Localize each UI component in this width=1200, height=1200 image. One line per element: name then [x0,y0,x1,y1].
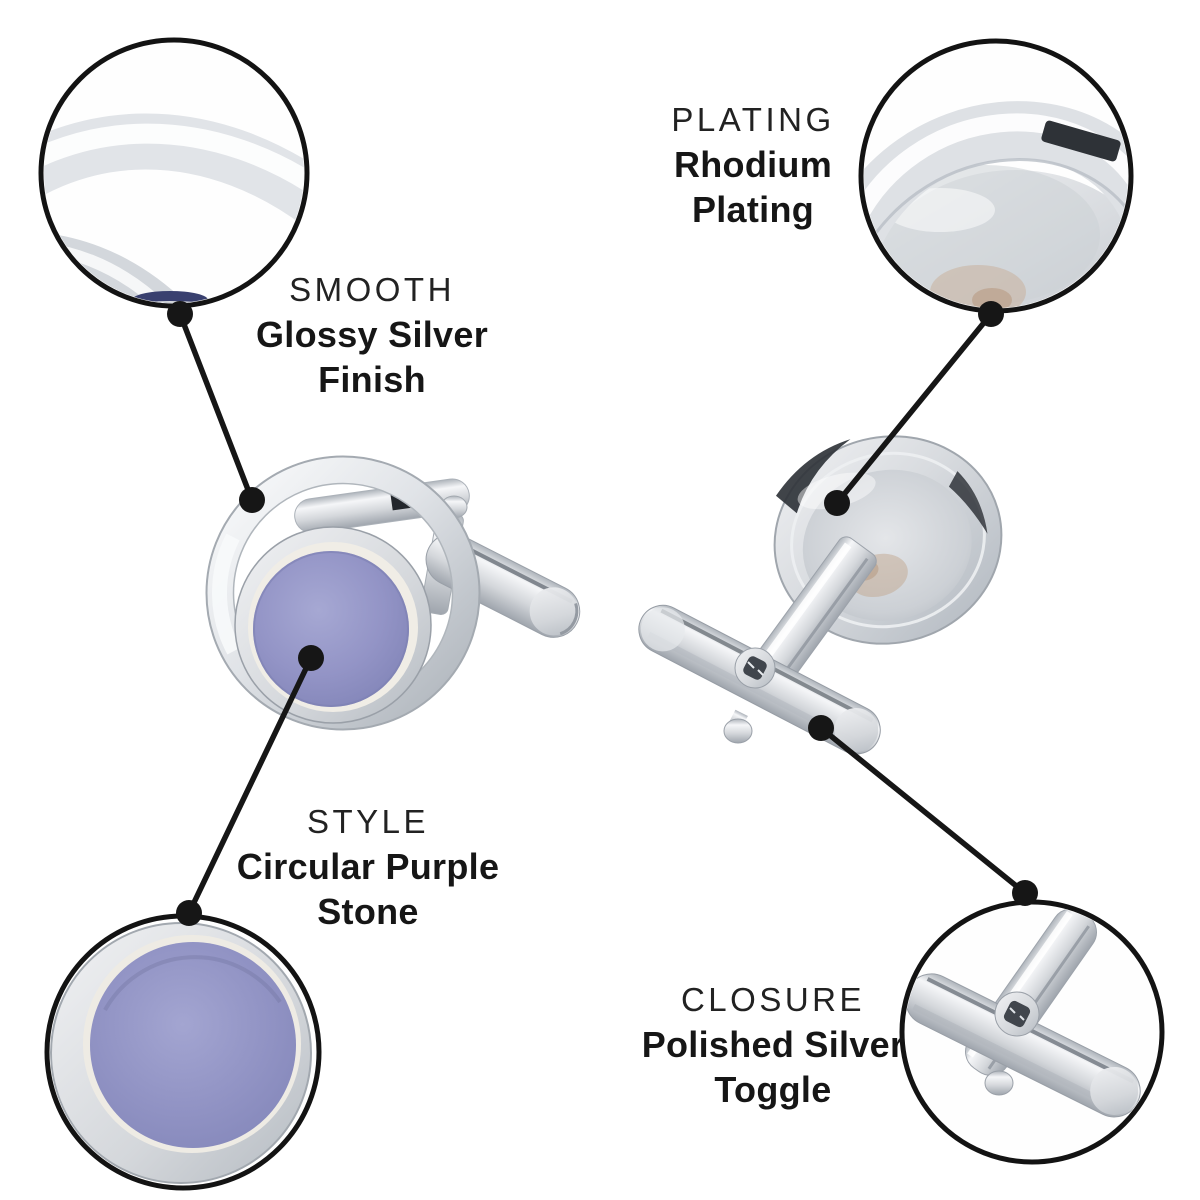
connector-dot [176,900,202,926]
feature-heading-plating: PLATING [671,101,835,138]
callout-circle-smooth [38,37,310,309]
feature-heading-closure: CLOSURE [680,981,866,1018]
feature-block-closure: CLOSURE Polished Silver Toggle [642,978,905,1112]
feature-heading-smooth: SMOOTH [289,271,455,308]
feature-line: Finish [318,359,426,400]
callout-circle-closure [899,899,1165,1165]
purple-stone [253,551,409,707]
connector-dot [824,490,850,516]
callout-circle-style [44,913,322,1191]
feature-block-style: STYLE Circular Purple Stone [237,800,500,934]
connector-dot [298,645,324,671]
smooth-detail-photo [44,43,304,303]
cufflink-front-view [205,455,581,731]
callout-circle-plating [858,38,1134,314]
connector-dot [1012,880,1038,906]
feature-line: Plating [691,189,815,230]
toggle-pin-knob [723,709,753,744]
connector-dot [978,301,1004,327]
cufflink-post [753,536,877,686]
connector-dot [808,715,834,741]
cufflink-back-view [638,435,1003,755]
feature-block-smooth: SMOOTH Glossy Silver Finish [256,268,488,402]
connector-dot [167,301,193,327]
connector-smooth [167,301,265,513]
feature-heading-style: STYLE [306,803,430,840]
connector-closure [808,715,1038,906]
feature-line: Stone [317,891,419,932]
feature-line: Toggle [714,1069,832,1110]
feature-line: Rhodium [673,144,833,185]
feature-line: Circular Purple [236,846,500,887]
connector-dot [239,487,265,513]
closure-detail-photo [905,905,1159,1159]
style-detail-photo [50,919,316,1185]
feature-block-plating: PLATING Rhodium Plating [671,98,834,232]
connector-plating [824,301,1004,516]
feature-line: Glossy Silver [255,314,489,355]
plating-detail-photo [864,44,1128,308]
connector-style [176,645,324,926]
toggle-crystal [734,647,776,689]
feature-line: Polished Silver [641,1024,905,1065]
